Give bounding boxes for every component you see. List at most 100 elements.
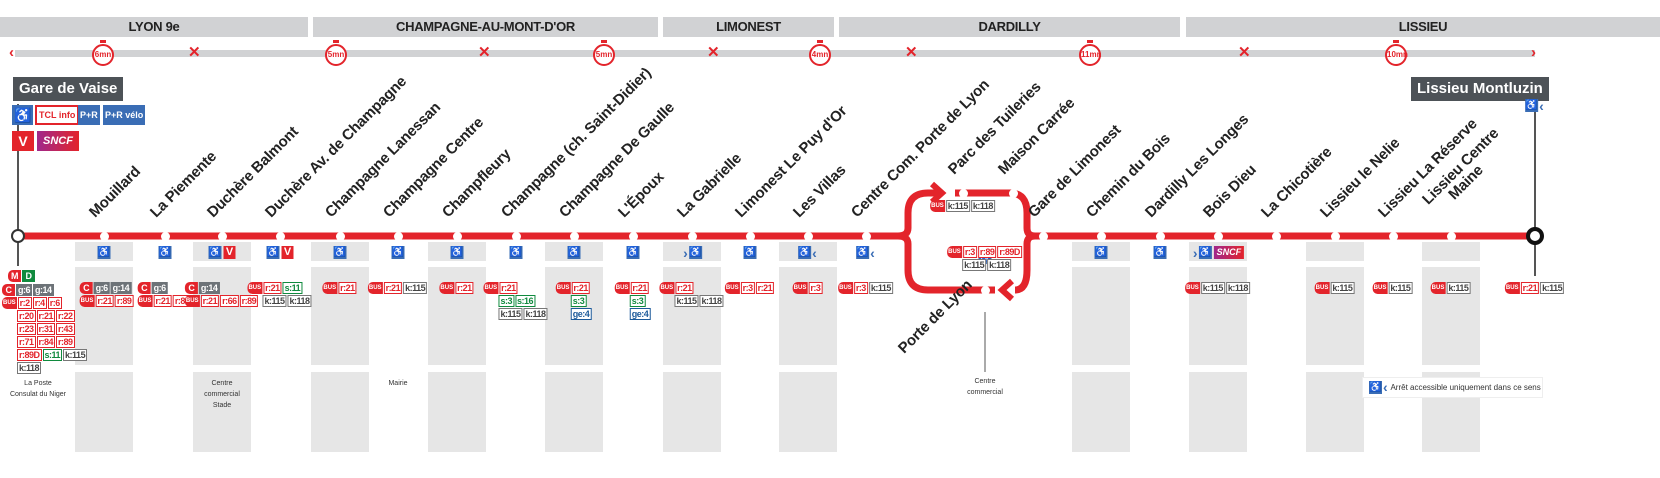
line-badge[interactable]: k:118 — [987, 259, 1012, 271]
line-badge[interactable]: k:118 — [970, 200, 995, 212]
line-badge[interactable]: k:115 — [1330, 282, 1355, 294]
line-badge[interactable]: g:14 — [198, 282, 220, 294]
line-badge[interactable]: r:21 — [1520, 282, 1540, 294]
line-badge[interactable]: r:20 — [17, 310, 36, 322]
station-stop-dot[interactable] — [980, 285, 990, 295]
terminus-lissieu-montluzin[interactable]: Lissieu Montluzin — [1411, 77, 1549, 101]
line-badge[interactable]: k:115 — [498, 308, 523, 320]
line-badge[interactable]: g:6 — [16, 284, 32, 296]
line-badge[interactable]: k:118 — [523, 308, 548, 320]
line-badge[interactable]: k:115 — [1540, 282, 1565, 294]
line-badge[interactable]: k:115 — [1388, 282, 1413, 294]
station-stop-dot[interactable] — [511, 231, 521, 241]
line-badge[interactable]: r:21 — [36, 310, 56, 322]
line-badge[interactable]: r:89 — [239, 295, 259, 307]
station-stop-dot[interactable] — [335, 231, 345, 241]
station-stop-dot[interactable] — [393, 231, 403, 241]
station-services: ♿ — [158, 244, 172, 262]
line-badge[interactable]: k:115 — [868, 282, 893, 294]
line-badge[interactable]: k:115 — [403, 282, 428, 294]
station-stop-dot[interactable] — [1388, 231, 1398, 241]
line-badge[interactable]: r:89D — [17, 349, 42, 361]
station-stop-dot[interactable] — [1213, 231, 1223, 241]
line-badge[interactable]: r:21 — [153, 295, 172, 307]
station-stop-dot[interactable] — [1008, 188, 1018, 198]
line-badge[interactable]: k:118 — [1225, 282, 1250, 294]
line-badge[interactable]: k:115 — [962, 259, 987, 271]
line-badge[interactable]: ge:4 — [629, 308, 651, 320]
line-badge[interactable]: ge:4 — [570, 308, 592, 320]
station-stop-dot[interactable] — [628, 231, 638, 241]
station-stop-dot[interactable] — [1446, 231, 1456, 241]
line-badge[interactable]: r:6 — [47, 297, 62, 309]
line-badge[interactable]: r:89 — [977, 246, 997, 258]
station-stop-dot[interactable] — [275, 231, 285, 241]
line-badge[interactable]: r:3 — [808, 282, 823, 294]
line-badge[interactable]: g:6 — [93, 282, 110, 294]
line-badge[interactable]: r:21 — [630, 282, 649, 294]
line-badge[interactable]: r:21 — [499, 282, 518, 294]
station-stop-dot[interactable] — [861, 231, 871, 241]
line-badge[interactable]: r:89 — [56, 336, 75, 348]
line-badge[interactable]: s:16 — [514, 295, 535, 307]
station-stop-dot[interactable] — [1155, 231, 1165, 241]
line-badge[interactable]: r:66 — [220, 295, 239, 307]
line-badge[interactable]: r:21 — [263, 282, 282, 294]
station-stop-dot[interactable] — [569, 231, 579, 241]
line-badge[interactable]: k:115 — [63, 349, 88, 361]
station-stop-dot[interactable] — [1330, 231, 1340, 241]
line-badge[interactable]: r:22 — [56, 310, 75, 322]
station-stop-dot[interactable] — [803, 231, 813, 241]
line-badge[interactable]: r:3 — [853, 282, 868, 294]
line-badge[interactable]: r:71 — [17, 336, 36, 348]
line-badge[interactable]: r:2 — [17, 297, 32, 309]
line-badge[interactable]: k:118 — [699, 295, 724, 307]
line-badge[interactable]: s:3 — [629, 295, 646, 307]
station-stop-dot[interactable] — [1271, 231, 1281, 241]
station-services: ♿V — [208, 244, 236, 262]
line-badge[interactable]: r:3 — [962, 246, 977, 258]
line-badge[interactable]: k:115 — [1446, 282, 1471, 294]
line-badge[interactable]: s:3 — [570, 295, 587, 307]
line-badge[interactable]: r:89D — [997, 246, 1022, 258]
line-badge[interactable]: k:115 — [262, 295, 287, 307]
line-badge[interactable]: r:89 — [114, 295, 134, 307]
station-column — [779, 372, 837, 452]
line-badge[interactable]: r:21 — [675, 282, 694, 294]
line-badge[interactable]: s:3 — [498, 295, 514, 307]
line-badge[interactable]: k:115 — [945, 200, 970, 212]
line-badge[interactable]: s:11 — [42, 349, 63, 361]
station-stop-dot[interactable] — [160, 231, 170, 241]
line-badge[interactable]: r:21 — [755, 282, 775, 294]
line-badge[interactable]: r:84 — [36, 336, 56, 348]
line-badge[interactable]: r:21 — [455, 282, 474, 294]
line-badge[interactable]: r:43 — [56, 323, 75, 335]
line-badge[interactable]: k:115 — [1200, 282, 1225, 294]
line-badge[interactable]: r:21 — [95, 295, 114, 307]
station-stop-dot[interactable] — [217, 231, 227, 241]
line-badge[interactable]: r:21 — [338, 282, 357, 294]
line-badge[interactable]: r:23 — [17, 323, 36, 335]
line-badge[interactable]: k:118 — [287, 295, 312, 307]
line-badge[interactable]: r:21 — [383, 282, 403, 294]
terminus-gare-de-vaise[interactable]: Gare de Vaise — [13, 77, 124, 101]
station-stop-dot[interactable] — [687, 231, 697, 241]
line-badge[interactable]: r:21 — [200, 295, 220, 307]
station-stop-dot[interactable] — [452, 231, 462, 241]
station-stop-dot[interactable] — [1038, 231, 1048, 241]
line-badge[interactable]: k:115 — [674, 295, 699, 307]
line-badge[interactable]: s:11 — [282, 282, 303, 294]
line-badge[interactable]: r:31 — [36, 323, 56, 335]
line-badge[interactable]: g:6 — [151, 282, 168, 294]
line-badge[interactable]: g:14 — [110, 282, 132, 294]
station-stop-dot[interactable] — [1096, 231, 1106, 241]
line-badge[interactable]: r:3 — [740, 282, 755, 294]
line-badge[interactable]: r:21 — [571, 282, 590, 294]
station-stop-dot[interactable] — [745, 231, 755, 241]
line-badge[interactable]: r:4 — [32, 297, 47, 309]
line-badge[interactable]: k:118 — [17, 362, 42, 374]
line-badge[interactable]: g:14 — [33, 284, 54, 296]
accessible-icon: ♿ — [567, 246, 581, 260]
station-stop-dot[interactable] — [958, 188, 968, 198]
station-stop-dot[interactable] — [99, 231, 109, 241]
